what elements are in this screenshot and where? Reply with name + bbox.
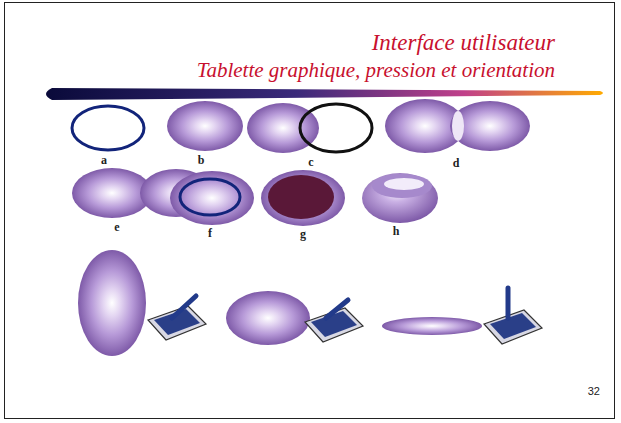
figure-letter: d: [453, 156, 460, 171]
figure-letter: c: [308, 155, 313, 170]
figure-letter: b: [198, 153, 205, 168]
figure-letter: e: [114, 220, 119, 235]
figure-letter: g: [300, 227, 306, 242]
page-number: 32: [588, 385, 600, 397]
figure-letter: a: [101, 153, 107, 168]
slide-title: Interface utilisateur: [372, 30, 555, 56]
figure-letter: f: [208, 226, 212, 241]
slide-subtitle: Tablette graphique, pression et orientat…: [197, 58, 555, 83]
figure-letter: h: [393, 224, 400, 239]
